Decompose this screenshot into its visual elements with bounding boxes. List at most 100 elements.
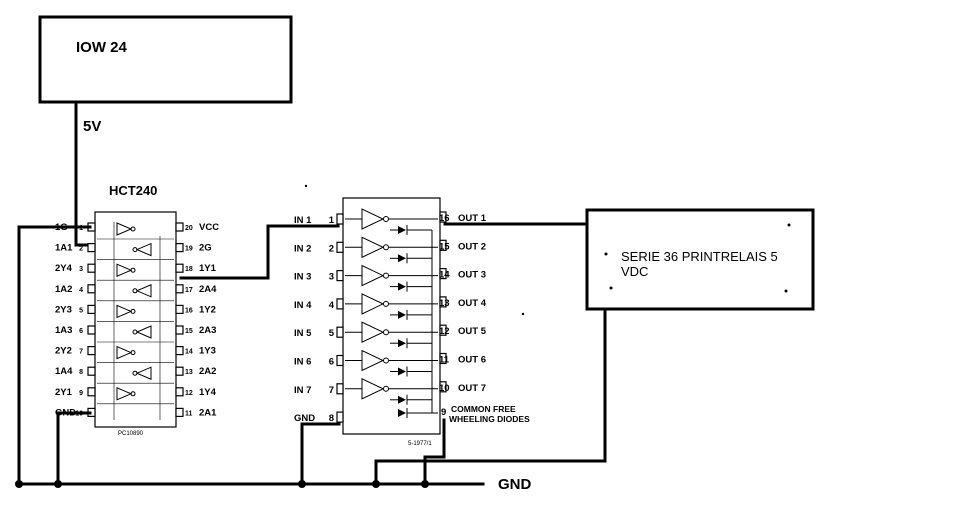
hct-pin-stub	[87, 243, 96, 253]
hct-pin-stub	[175, 284, 184, 294]
uln-bubble	[383, 272, 389, 279]
uln-common-label-2: WHEELING DIODES	[449, 414, 530, 424]
diode-icon	[398, 409, 406, 417]
uln-right-pin-label: OUT 1	[458, 213, 487, 224]
hct-left-pin-number: 4	[79, 287, 83, 294]
iow24-box	[38, 15, 293, 104]
hct-right-pin-label: 2A1	[199, 407, 217, 418]
hct240-buffers	[97, 222, 174, 420]
uln-pin9-number: 9	[441, 407, 446, 418]
uln-pin-stub	[336, 326, 344, 338]
hct-buffer-triangle	[116, 345, 133, 360]
hct-pin-stub	[175, 263, 184, 273]
hct-right-pin-number: 19	[185, 246, 193, 253]
hct-pin-stub	[87, 346, 96, 356]
hct-right-pin-number: 11	[185, 410, 193, 417]
hct-bubble	[132, 370, 138, 376]
hct-right-pin-label: 1Y1	[199, 263, 217, 274]
uln-pin-stub	[439, 324, 447, 336]
hct-right-pin-label: 1Y3	[199, 346, 216, 357]
hct-pin-stub	[175, 243, 184, 253]
uln-left-pin-label: IN 7	[294, 385, 311, 396]
diode-icon	[398, 254, 406, 263]
uln-bubble	[383, 244, 389, 251]
uln-bubble	[383, 300, 389, 307]
hct-right-pin-label: 1Y2	[199, 304, 216, 315]
relay-dot	[787, 223, 791, 227]
uln-pin-stub	[439, 296, 447, 308]
uln-left-pin-number: 5	[329, 328, 335, 339]
uln-right-pin-label: OUT 4	[458, 298, 487, 309]
junction-dot	[15, 480, 23, 488]
uln-pin-stub	[439, 239, 447, 251]
stray-dot	[521, 312, 525, 316]
uln-left-pin-number: 7	[329, 385, 334, 396]
hct-bubble	[132, 329, 138, 335]
hct-right-pin-number: 12	[185, 390, 193, 397]
hct-bubble	[130, 226, 136, 232]
iow24-label: IOW 24	[76, 39, 128, 56]
hct240-body	[94, 211, 177, 428]
hct-buffer-triangle	[116, 222, 133, 236]
diode-icon	[398, 367, 406, 376]
uln-pin-stub	[336, 298, 344, 310]
hct-left-pin-number: 6	[79, 328, 83, 335]
hct-pin-stub	[175, 304, 184, 314]
hct-pin-stub	[87, 263, 96, 273]
hct-pin-stub	[175, 366, 184, 376]
hct-pin-stub	[87, 387, 96, 397]
relay-dot	[784, 289, 788, 293]
hct-bubble	[132, 247, 138, 253]
hct-left-pin-label: 2Y1	[55, 387, 73, 398]
uln-bubble	[383, 216, 389, 222]
uln-left-pin-number: 6	[329, 357, 334, 368]
uln-left-pin-label: IN 1	[294, 215, 312, 226]
hct-pin-stub	[87, 284, 96, 294]
junction-dot	[372, 480, 380, 488]
hct-right-pin-number: 14	[185, 349, 193, 356]
hct-buffer-triangle	[116, 263, 133, 277]
uln-right-pin-number: 12	[439, 326, 450, 337]
hct-pin-stub	[87, 325, 96, 335]
hct-left-pin-label: 1A3	[55, 325, 72, 336]
hct-left-pin-label: 2Y3	[55, 304, 72, 315]
uln-pin-stub	[336, 270, 344, 282]
hct-bubble	[132, 288, 138, 294]
hct-pin-stub	[87, 304, 96, 314]
uln-bubble	[383, 385, 389, 392]
uln-common-label-1: COMMON FREE	[451, 404, 516, 414]
hct-right-pin-label: VCC	[199, 222, 219, 233]
hct-right-pin-number: 17	[185, 287, 193, 294]
hct-left-pin-number: 8	[79, 369, 83, 376]
uln-pin-stub	[439, 211, 447, 223]
uln-right-pin-label: OUT 7	[458, 383, 486, 394]
hct-buffer-triangle	[135, 284, 152, 298]
stray-dot	[304, 184, 308, 188]
relay-box	[585, 208, 815, 311]
uln-pin-stub	[336, 383, 344, 395]
hct-buffer-triangle	[135, 366, 152, 380]
hct-pin-stub	[175, 407, 184, 417]
hct-bubble	[130, 267, 136, 273]
hct-left-pin-number: 7	[79, 349, 83, 356]
hct-right-pin-label: 2G	[199, 243, 212, 254]
hct-right-pin-label: 2A4	[199, 284, 217, 295]
uln-bubble	[383, 329, 389, 336]
uln-pin-stub	[336, 213, 344, 225]
uln-right-pin-label: OUT 3	[458, 270, 486, 281]
hct240-title: HCT240	[109, 183, 157, 198]
uln-pin-stub	[439, 381, 447, 393]
uln-right-pin-label: OUT 2	[458, 241, 486, 252]
hct-left-pin-label: 1A2	[55, 284, 72, 295]
hct-pin-stub	[87, 366, 96, 376]
uln-left-pin-label: IN 3	[294, 272, 311, 283]
diode-icon	[398, 226, 406, 234]
uln-right-pin-number: 10	[439, 383, 450, 394]
uln-left-pin-label: GND	[294, 413, 315, 424]
uln-inverters	[345, 208, 438, 418]
uln-footnote: 5-1977/1	[408, 441, 432, 447]
